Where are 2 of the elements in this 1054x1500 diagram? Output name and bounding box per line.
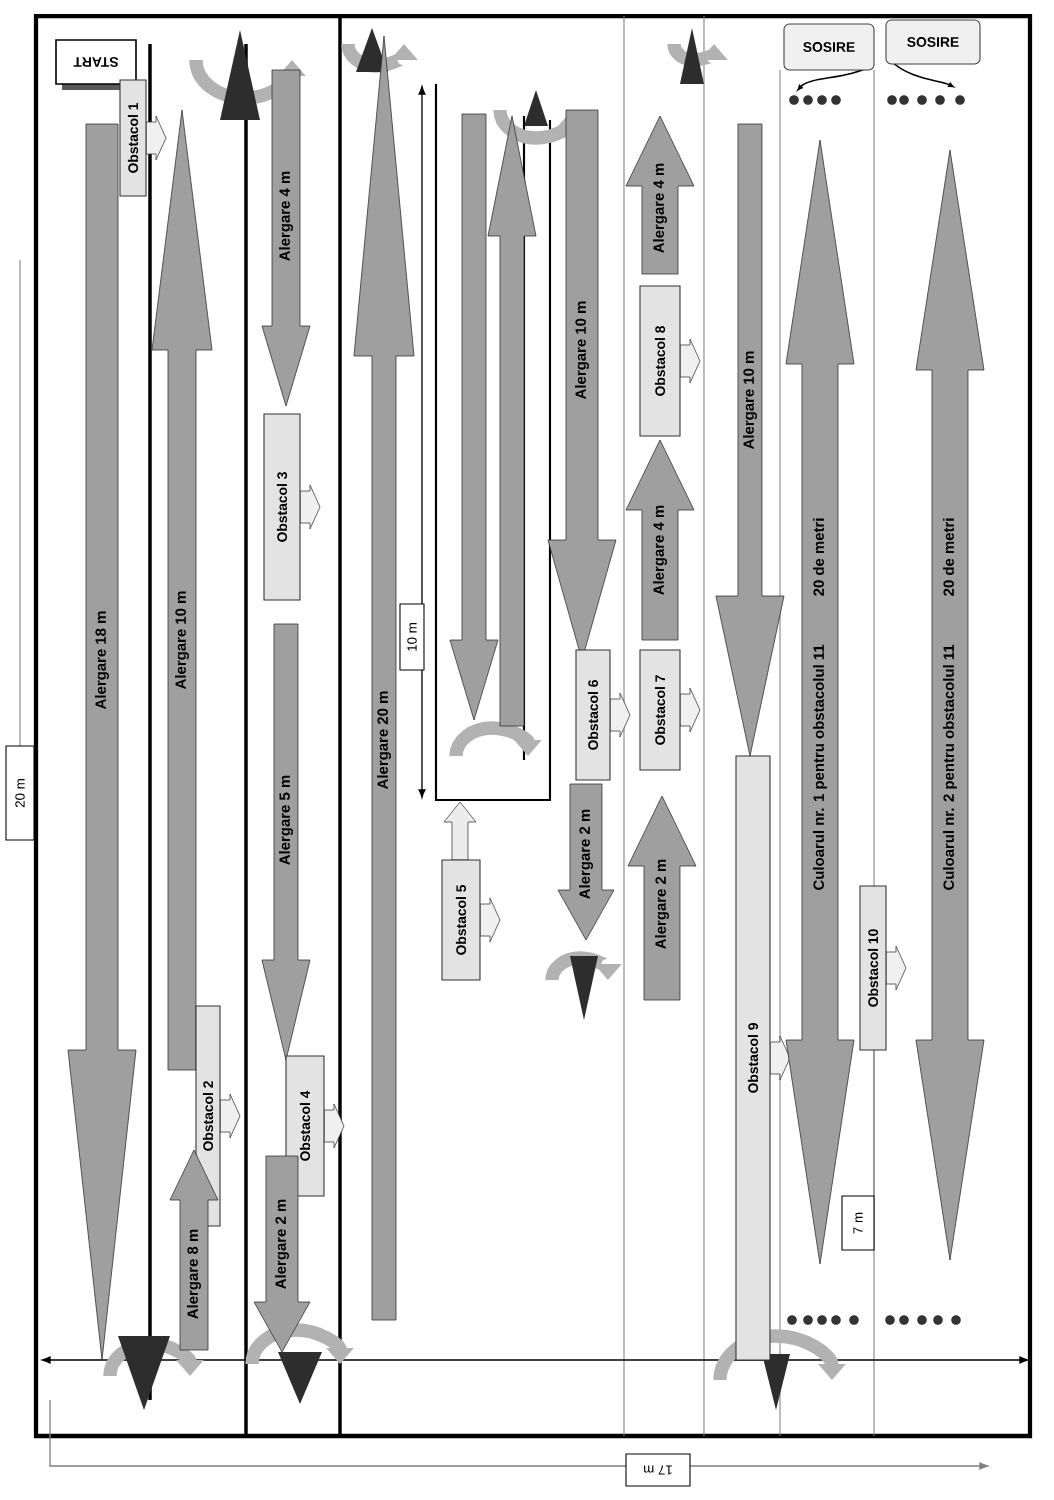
running-band bbox=[487, 115, 537, 727]
running-band bbox=[449, 113, 499, 721]
